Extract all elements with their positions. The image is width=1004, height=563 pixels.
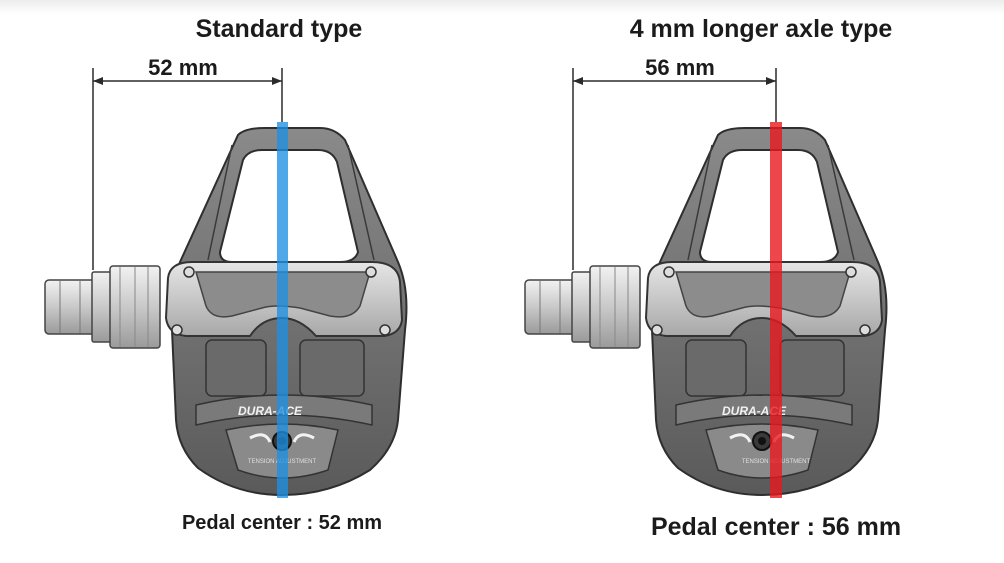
dimension-label: 56 mm (645, 55, 715, 80)
arrow-right-icon (272, 77, 282, 85)
panel-longer-axle: 4 mm longer axle type 56 mm DURA-ACE TEN… (523, 15, 901, 541)
pedal-center-line (770, 122, 782, 498)
pedal-center-caption: Pedal center : 52 mm (182, 512, 382, 534)
pedal-center-line (277, 122, 288, 498)
arrow-left-icon (573, 77, 583, 85)
dimension-label: 52 mm (148, 55, 218, 80)
panel-standard: Standard type 52 mm DURA-ACE TENSION ADJ… (43, 15, 408, 534)
pedal-illustration (523, 126, 888, 497)
arrow-right-icon (766, 77, 776, 85)
arrow-left-icon (93, 77, 103, 85)
pedal-center-caption: Pedal center : 56 mm (651, 513, 901, 541)
pedal-illustration (43, 126, 408, 497)
panel-title: 4 mm longer axle type (630, 15, 893, 43)
panel-title: Standard type (196, 15, 363, 43)
pedal-brand-text: DURA-ACE (238, 404, 303, 418)
